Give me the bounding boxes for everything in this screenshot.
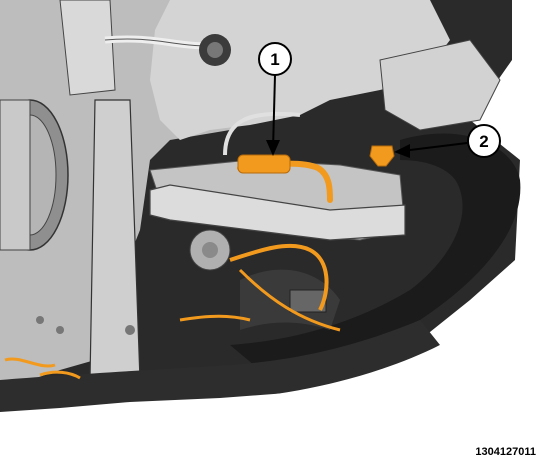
callout-1-circle (258, 42, 292, 76)
component-1-highlight (237, 154, 291, 174)
component-2-highlight (369, 145, 395, 167)
callout-2-number: 2 (479, 132, 488, 151)
callout-1: 1 (258, 42, 292, 156)
callout-2-leader (401, 142, 468, 152)
callout-2-circle (467, 124, 501, 158)
callout-2: 2 (394, 124, 501, 158)
callout-1-leader (272, 74, 276, 151)
figure-id: 1304127011 (475, 446, 536, 458)
callout-1-arrowhead (266, 140, 280, 156)
highlighted-components (4, 145, 395, 380)
callout-2-arrowhead (394, 144, 410, 158)
callout-1-number: 1 (270, 50, 279, 69)
vehicle-line-art (0, 0, 521, 420)
